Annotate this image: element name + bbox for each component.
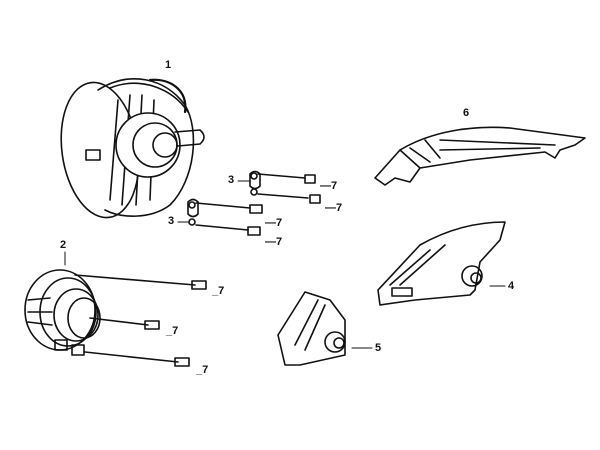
callout-screw-1: —7 — [320, 180, 338, 192]
callout-screw-2: —7 — [325, 202, 343, 214]
leader-lines — [64, 180, 506, 349]
callout-screw-5: _7 — [212, 285, 225, 297]
callout-screw-3: —7 — [265, 217, 283, 229]
callout-part-1: 1 — [165, 59, 172, 71]
callout-screw-6: _7 — [166, 325, 179, 337]
headlight-assembly — [60, 78, 205, 219]
callout-screw-4: —7 — [265, 236, 283, 248]
headlight-lens-unit — [24, 269, 207, 367]
callout-part-5: 5 — [375, 342, 382, 354]
callout-part-6: 6 — [463, 107, 470, 119]
callout-part-3-upper: 3 — [228, 174, 235, 186]
callout-part-2: 2 — [60, 239, 67, 251]
turn-signal-right — [377, 221, 506, 306]
callout-screw-7: _7 — [196, 364, 209, 376]
bracket-clamps — [187, 170, 321, 236]
turn-signal-left — [277, 291, 346, 366]
callout-part-3-lower: 3 — [168, 215, 175, 227]
callout-part-4: 4 — [508, 280, 515, 292]
position-lamp-housing — [374, 126, 586, 186]
